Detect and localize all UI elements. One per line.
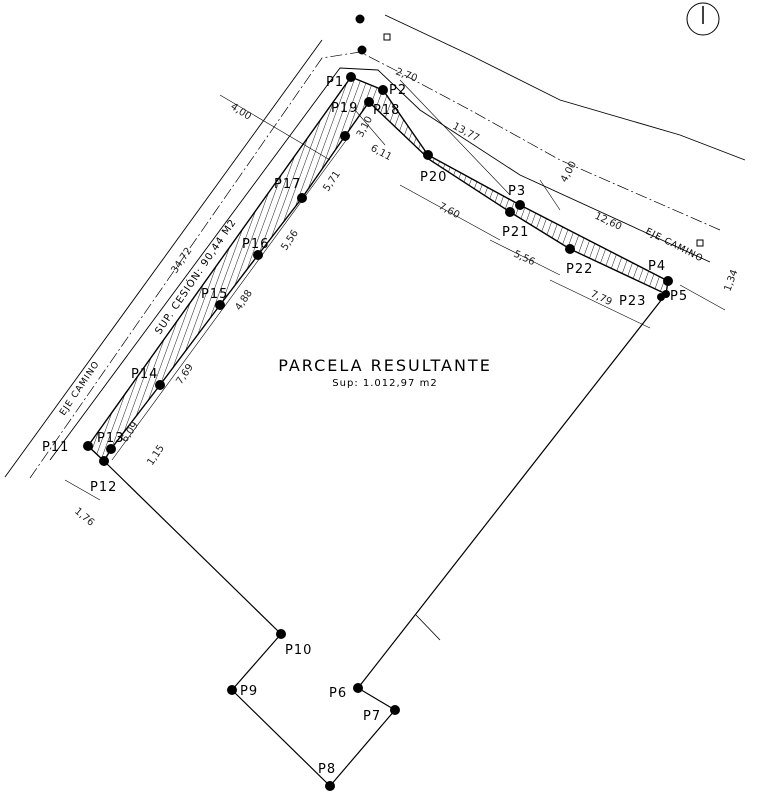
svg-text:5,56: 5,56 <box>279 228 301 253</box>
point-p7 <box>390 705 400 715</box>
point-p14 <box>155 380 165 390</box>
label-p16: P16 <box>242 237 269 252</box>
point-p13 <box>106 444 116 454</box>
parcel-title: PARCELA RESULTANTE <box>278 356 492 375</box>
label-p9: P9 <box>240 684 258 699</box>
road-lines <box>4 14 746 479</box>
label-p2: P2 <box>389 83 407 98</box>
label-p5: P5 <box>670 289 688 304</box>
point-p1 <box>346 72 356 82</box>
label-p3: P3 <box>508 184 526 199</box>
svg-text:6,11: 6,11 <box>369 143 394 163</box>
svg-text:7,69: 7,69 <box>174 362 196 387</box>
svg-text:1,15: 1,15 <box>145 443 167 468</box>
point-p15 <box>215 300 225 310</box>
svg-text:4,00: 4,00 <box>228 101 253 122</box>
label-p18: P18 <box>373 103 400 118</box>
svg-text:13,77: 13,77 <box>451 121 481 144</box>
label-p15: P15 <box>201 287 228 302</box>
north-arrow-icon <box>686 2 720 36</box>
dimension-lines <box>64 79 726 501</box>
svg-text:5,56: 5,56 <box>512 249 537 268</box>
label-p4: P4 <box>648 259 666 274</box>
svg-text:4,00: 4,00 <box>559 160 579 185</box>
point-p10 <box>276 629 286 639</box>
label-p1: P1 <box>326 75 344 90</box>
point-p20 <box>423 150 433 160</box>
label-p12: P12 <box>90 480 117 495</box>
point-p9 <box>227 685 237 695</box>
point-p23 <box>657 293 665 301</box>
label-p19: P19 <box>331 101 358 116</box>
label-p23: P23 <box>619 294 646 309</box>
point-p11 <box>83 441 93 451</box>
svg-text:7,60: 7,60 <box>437 201 462 221</box>
parcel-area: Sup: 1.012,97 m2 <box>332 378 437 389</box>
point-p22 <box>565 244 575 254</box>
point-p2 <box>378 85 388 95</box>
svg-text:2,70: 2,70 <box>394 66 419 84</box>
svg-text:5,71: 5,71 <box>321 169 343 194</box>
svg-text:12,60: 12,60 <box>593 211 624 233</box>
point-p21 <box>505 207 515 217</box>
survey-points <box>83 72 673 791</box>
label-p20: P20 <box>420 170 447 185</box>
point-p17 <box>297 193 307 203</box>
point-p4 <box>663 276 673 286</box>
point-p3 <box>515 200 525 210</box>
point-p12 <box>99 456 109 466</box>
svg-text:7,79: 7,79 <box>589 289 614 308</box>
label-p14: P14 <box>131 367 158 382</box>
label-p17: P17 <box>274 177 301 192</box>
road-sign-icon <box>355 14 704 247</box>
svg-text:34,72: 34,72 <box>169 246 194 276</box>
svg-text:1,34: 1,34 <box>722 268 740 293</box>
label-p10: P10 <box>285 643 312 658</box>
label-p8: P8 <box>318 762 336 777</box>
label-p11: P11 <box>42 440 69 455</box>
label-p21: P21 <box>502 225 529 240</box>
point-p18 <box>364 97 374 107</box>
point-labels: P1 P2 P3 P4 P5 P6 P7 P8 P9 P10 P11 P12 P… <box>42 75 688 777</box>
road-axis-label-left: EJE CAMINO <box>58 359 102 417</box>
point-p6 <box>353 683 363 693</box>
point-p16 <box>253 250 263 260</box>
label-p6: P6 <box>329 686 347 701</box>
label-p13: P13 <box>97 431 124 446</box>
point-p8 <box>325 781 335 791</box>
point-p19 <box>340 131 350 141</box>
label-p22: P22 <box>566 262 593 277</box>
label-p7: P7 <box>363 709 381 724</box>
svg-text:4,88: 4,88 <box>233 288 255 313</box>
svg-text:1,76: 1,76 <box>72 506 96 529</box>
